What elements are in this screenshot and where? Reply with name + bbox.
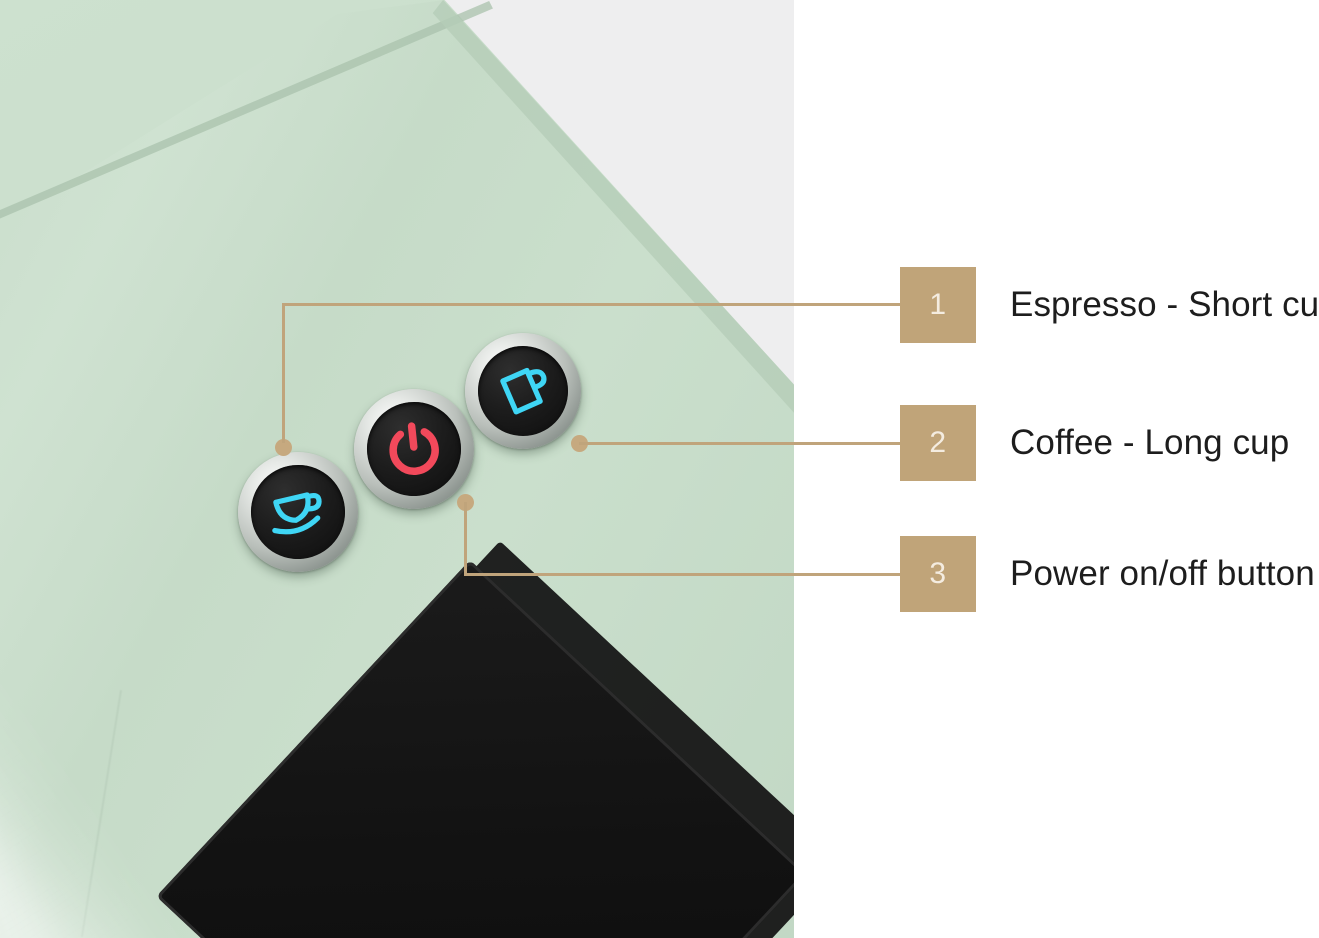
callout-2[interactable]: 2 Coffee - Long cup xyxy=(900,405,1289,481)
coffee-button-face xyxy=(473,341,573,441)
callout-label-1: Espresso - Short cup xyxy=(1010,285,1319,324)
leader-line-3-vertical xyxy=(464,502,467,575)
callout-badge-2: 2 xyxy=(900,405,976,481)
coffee-machine-photo xyxy=(0,0,794,938)
espresso-button-face xyxy=(246,460,350,564)
leader-line-3-horizontal xyxy=(464,573,900,576)
callout-badge-3: 3 xyxy=(900,536,976,612)
coffee-mug-icon xyxy=(492,360,554,422)
callout-1[interactable]: 1 Espresso - Short cup xyxy=(900,267,1319,343)
power-icon xyxy=(382,417,446,481)
leader-dot-1 xyxy=(275,439,292,456)
callout-label-3: Power on/off button xyxy=(1010,554,1315,593)
power-button-face xyxy=(362,397,466,501)
power-button[interactable] xyxy=(348,383,480,515)
leader-line-2-horizontal xyxy=(579,442,900,445)
espresso-button[interactable] xyxy=(232,446,364,578)
leader-line-1-vertical xyxy=(282,303,285,443)
callout-label-2: Coffee - Long cup xyxy=(1010,423,1290,462)
leader-line-1-horizontal xyxy=(282,303,900,306)
callout-3[interactable]: 3 Power on/off button xyxy=(900,536,1315,612)
espresso-cup-icon xyxy=(264,481,332,543)
coffee-button[interactable] xyxy=(459,327,587,455)
callout-badge-1: 1 xyxy=(900,267,976,343)
